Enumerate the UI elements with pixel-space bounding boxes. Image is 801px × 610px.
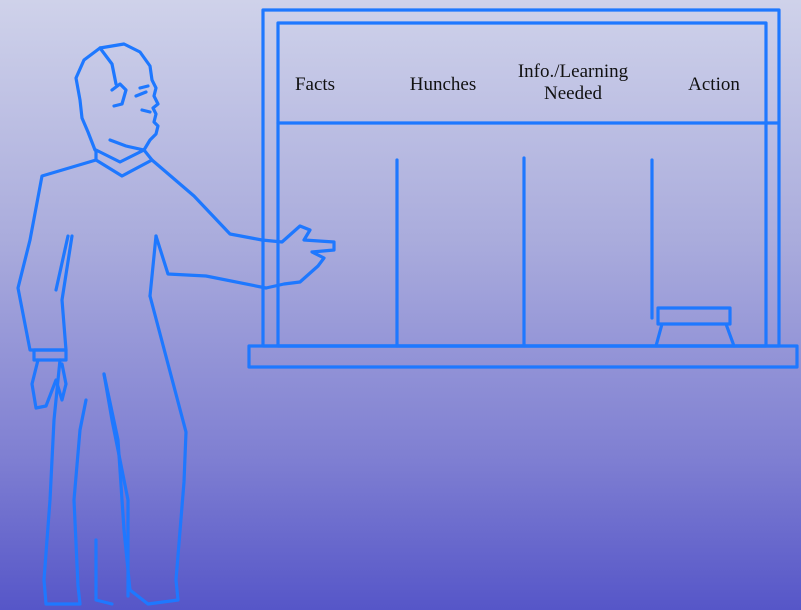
eraser bbox=[656, 308, 734, 346]
presenter-face-detail bbox=[136, 86, 150, 112]
presenter-leg-right bbox=[104, 296, 186, 604]
presenter-ear bbox=[112, 84, 126, 106]
presenter-front bbox=[152, 160, 262, 240]
presenter-back bbox=[18, 160, 96, 350]
column-header-action: Action bbox=[664, 74, 764, 96]
presenter-collar bbox=[96, 150, 152, 176]
presenter-hairline bbox=[100, 48, 116, 84]
presenter-arm bbox=[156, 236, 266, 288]
board-ledge bbox=[249, 346, 797, 367]
presenter-left-hand bbox=[32, 360, 66, 408]
column-header-facts: Facts bbox=[284, 74, 346, 96]
presenter-head bbox=[76, 44, 158, 150]
presenter-cuff bbox=[34, 350, 66, 360]
presenter-figure bbox=[18, 44, 334, 604]
column-header-hunches: Hunches bbox=[394, 74, 492, 96]
column-header-info-learning-needed: Info./Learning Needed bbox=[508, 61, 638, 105]
presenter-torso-edge bbox=[150, 236, 156, 296]
presenter-hand bbox=[262, 226, 334, 288]
